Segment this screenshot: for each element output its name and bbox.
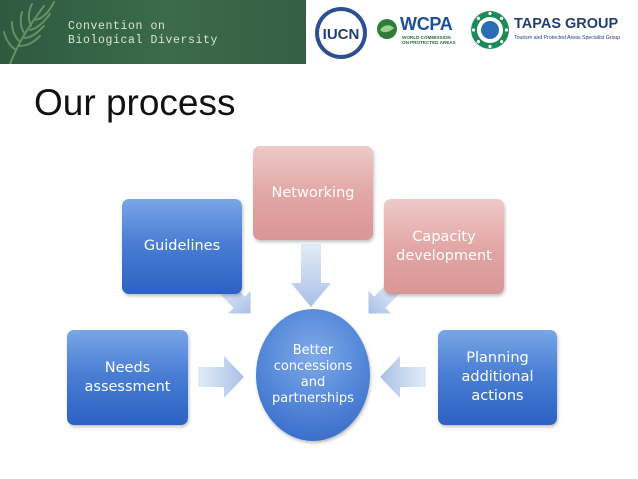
node-planning-line-3: actions	[471, 388, 524, 404]
partner-logos: IUCN WCPA WORLD COMMISSION ON PROTECTED …	[306, 0, 638, 64]
node-planning-line-2: additional	[461, 369, 534, 385]
arrow-needs	[198, 356, 244, 398]
node-networking: Networking	[253, 146, 373, 240]
cbd-line-2: Biological Diversity	[68, 34, 219, 47]
iucn-logo: IUCN	[315, 7, 367, 59]
node-capacity: Capacity development	[384, 199, 504, 294]
page-title: Our process	[34, 82, 236, 123]
tapas-globe-icon	[471, 11, 509, 49]
node-needs-line-1: Needs	[104, 359, 151, 376]
tapas-title: TAPAS GROUP	[514, 16, 619, 32]
wcpa-subtitle: WORLD COMMISSION ON PROTECTED AREAS	[402, 35, 456, 45]
node-center-goal: Better concessions and partnerships	[256, 309, 370, 441]
node-planning-line-1: Planning	[466, 350, 529, 366]
wcpa-title: WCPA	[400, 14, 453, 34]
center-line-1: Better	[292, 343, 334, 358]
header-banner: Convention on Biological Diversity IUCN …	[0, 0, 638, 64]
arrow-planning	[380, 356, 426, 398]
wcpa-sub-line-2: ON PROTECTED AREAS	[402, 40, 456, 45]
node-networking-line-1: Networking	[271, 184, 355, 201]
fern-icon	[3, 1, 55, 64]
node-guidelines-line-1: Guidelines	[143, 238, 221, 254]
wcpa-logo: WCPA WORLD COMMISSION ON PROTECTED AREAS	[376, 14, 466, 50]
node-needs-line-2: assessment	[84, 378, 171, 395]
center-line-3: and	[300, 375, 326, 390]
node-capacity-line-2: development	[396, 247, 492, 264]
tapas-logo: TAPAS GROUP Tourism and Protected Areas …	[470, 8, 636, 56]
node-guidelines: Guidelines	[122, 199, 242, 294]
node-planning: Planning additional actions	[438, 330, 557, 425]
wcpa-sub-line-1: WORLD COMMISSION	[402, 35, 451, 40]
center-line-2: concessions	[273, 359, 353, 374]
globe-leaf-icon	[377, 19, 397, 39]
cbd-logo: Convention on Biological Diversity	[0, 0, 306, 64]
node-needs-assessment: Needs assessment	[67, 330, 188, 425]
node-capacity-line-1: Capacity	[412, 228, 476, 245]
tapas-subtitle: Tourism and Protected Areas Specialist G…	[514, 35, 621, 41]
cbd-wordmark: Convention on Biological Diversity	[68, 20, 218, 48]
center-line-4: partnerships	[272, 391, 354, 406]
iucn-text: IUCN	[323, 26, 360, 43]
cbd-line-1: Convention on	[68, 20, 166, 33]
arrow-networking	[291, 244, 331, 307]
